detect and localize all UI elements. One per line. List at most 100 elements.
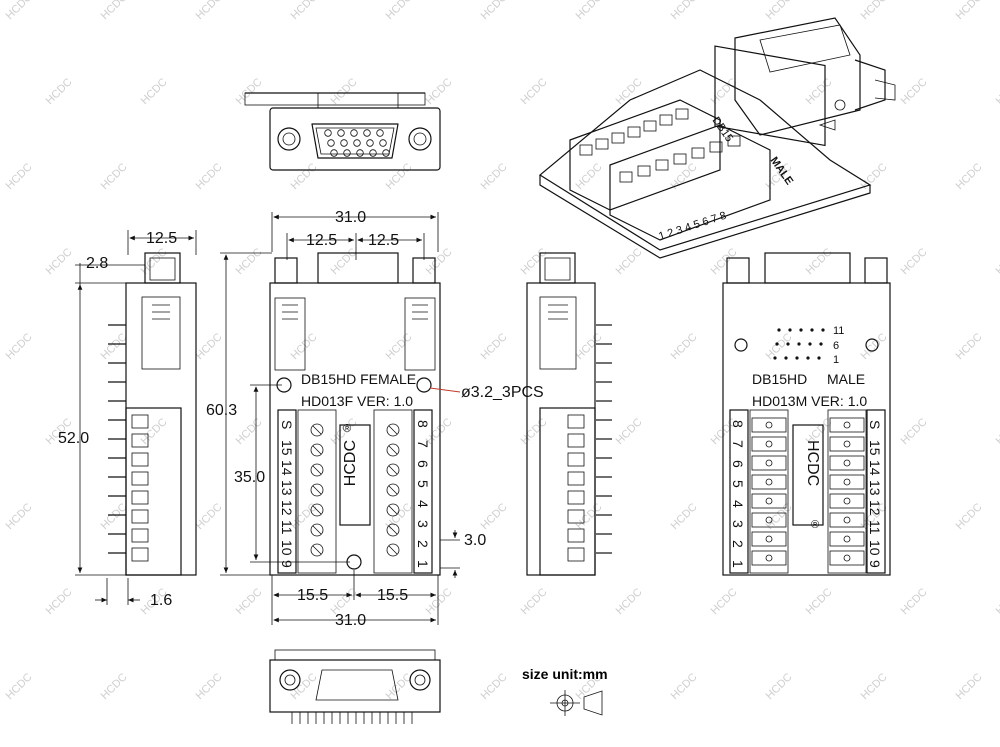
watermark-text: HCDC bbox=[329, 76, 360, 107]
watermark-text: HCDC bbox=[4, 671, 35, 702]
male-pin-dot bbox=[806, 356, 810, 360]
female-version: HD013F VER: 1.0 bbox=[301, 393, 413, 409]
terminal-slot bbox=[131, 414, 149, 429]
pin-label: 14 bbox=[279, 460, 295, 476]
watermark-text: HCDC bbox=[479, 161, 510, 192]
projection-symbol-icon bbox=[583, 690, 603, 716]
screw-slot bbox=[312, 525, 322, 535]
iso-screw bbox=[673, 153, 687, 165]
dim-overall-height: 60.3 bbox=[206, 402, 237, 419]
watermark-text: HCDC bbox=[859, 671, 890, 702]
vga-pin bbox=[350, 129, 358, 137]
male-pin-dot bbox=[817, 356, 821, 360]
watermark-text: HCDC bbox=[519, 76, 550, 107]
screw-slot bbox=[388, 525, 398, 535]
terminal-slot bbox=[131, 452, 149, 467]
dim-top-width: 31.0 bbox=[335, 209, 366, 226]
hole-callout: ø3.2_3PCS bbox=[461, 384, 544, 401]
watermark-text: HCDC bbox=[994, 416, 1000, 447]
watermark-text: HCDC bbox=[804, 76, 835, 107]
dim-right-half: 12.5 bbox=[368, 232, 399, 249]
terminal-slot bbox=[751, 455, 787, 471]
terminal-slot bbox=[829, 474, 865, 490]
terminal-slot bbox=[131, 471, 149, 486]
pin-label: 8 bbox=[415, 420, 431, 428]
size-unit-label: size unit:mm bbox=[522, 666, 608, 682]
male-pin-dot bbox=[773, 356, 777, 360]
screw-icon bbox=[310, 503, 324, 517]
vga-pin bbox=[353, 139, 361, 147]
pin-label: S bbox=[867, 420, 883, 429]
pin-label: 11 bbox=[867, 520, 883, 535]
watermark-text: HCDC bbox=[954, 161, 985, 192]
vga-pin bbox=[369, 149, 377, 157]
watermark-text: HCDC bbox=[384, 331, 415, 362]
iso-screw bbox=[691, 147, 705, 159]
female-registered-mark: ® bbox=[343, 423, 351, 435]
watermark-text: HCDC bbox=[44, 246, 75, 277]
vga-pin bbox=[337, 129, 345, 137]
terminal-slot bbox=[751, 436, 787, 452]
vga-pin bbox=[343, 149, 351, 157]
pin-label: S bbox=[279, 420, 295, 429]
watermark-text: HCDC bbox=[954, 331, 985, 362]
watermark-text: HCDC bbox=[194, 501, 225, 532]
male-pin-dot bbox=[775, 342, 779, 346]
watermark-text: HCDC bbox=[669, 671, 700, 702]
female-brand: HCDC bbox=[342, 440, 359, 486]
terminal-slot bbox=[131, 547, 149, 562]
watermark-text: HCDC bbox=[99, 161, 130, 192]
screw-icon bbox=[765, 535, 773, 543]
bottom-connector-view bbox=[269, 649, 441, 724]
watermark-text: HCDC bbox=[4, 501, 35, 532]
watermark-text: HCDC bbox=[614, 246, 645, 277]
watermark-text: HCDC bbox=[329, 246, 360, 277]
watermark-text: HCDC bbox=[804, 586, 835, 617]
iso-screw bbox=[675, 108, 689, 120]
screw-icon bbox=[386, 483, 400, 497]
iso-screw bbox=[709, 141, 723, 153]
watermark-text: HCDC bbox=[764, 331, 795, 362]
screw-icon bbox=[310, 443, 324, 457]
watermark-text: HCDC bbox=[859, 0, 890, 22]
watermark-text: HCDC bbox=[994, 76, 1000, 107]
watermark-text: HCDC bbox=[99, 501, 130, 532]
iso-screw bbox=[659, 114, 673, 126]
pin-label: 15 bbox=[867, 440, 883, 456]
screw-slot bbox=[312, 505, 322, 515]
pin-label: 13 bbox=[867, 480, 883, 496]
watermark-text: HCDC bbox=[384, 0, 415, 22]
pin-label: 7 bbox=[415, 440, 431, 448]
watermark-text: HCDC bbox=[859, 331, 890, 362]
watermark-text: HCDC bbox=[99, 331, 130, 362]
watermark-text: HCDC bbox=[234, 416, 265, 447]
watermark-text: HCDC bbox=[954, 501, 985, 532]
watermark-text: HCDC bbox=[234, 246, 265, 277]
vga-pin bbox=[330, 149, 338, 157]
watermark-text: HCDC bbox=[4, 161, 35, 192]
male-pin-label-11: 11 bbox=[833, 325, 844, 337]
left-side-view bbox=[108, 252, 197, 576]
watermark-text: HCDC bbox=[99, 0, 130, 22]
screw-icon bbox=[765, 421, 773, 429]
screw-icon bbox=[386, 443, 400, 457]
male-gender: MALE bbox=[827, 371, 865, 387]
terminal-slot bbox=[751, 417, 787, 433]
screw-icon bbox=[843, 478, 851, 486]
vga-pin bbox=[327, 139, 335, 147]
watermark-text: HCDC bbox=[289, 331, 320, 362]
screw-slot bbox=[388, 465, 398, 475]
screw-icon bbox=[843, 459, 851, 467]
watermark-text: HCDC bbox=[574, 0, 605, 22]
screw-icon bbox=[310, 543, 324, 557]
screw-slot bbox=[312, 465, 322, 475]
pin-label: 3 bbox=[415, 520, 431, 528]
watermark-text: HCDC bbox=[519, 586, 550, 617]
terminal-slot bbox=[751, 531, 787, 547]
pin-label: 2 bbox=[415, 540, 431, 548]
watermark-text: HCDC bbox=[899, 416, 930, 447]
watermark-text: HCDC bbox=[994, 246, 1000, 277]
watermark-text: HCDC bbox=[234, 76, 265, 107]
watermark-text: HCDC bbox=[574, 161, 605, 192]
